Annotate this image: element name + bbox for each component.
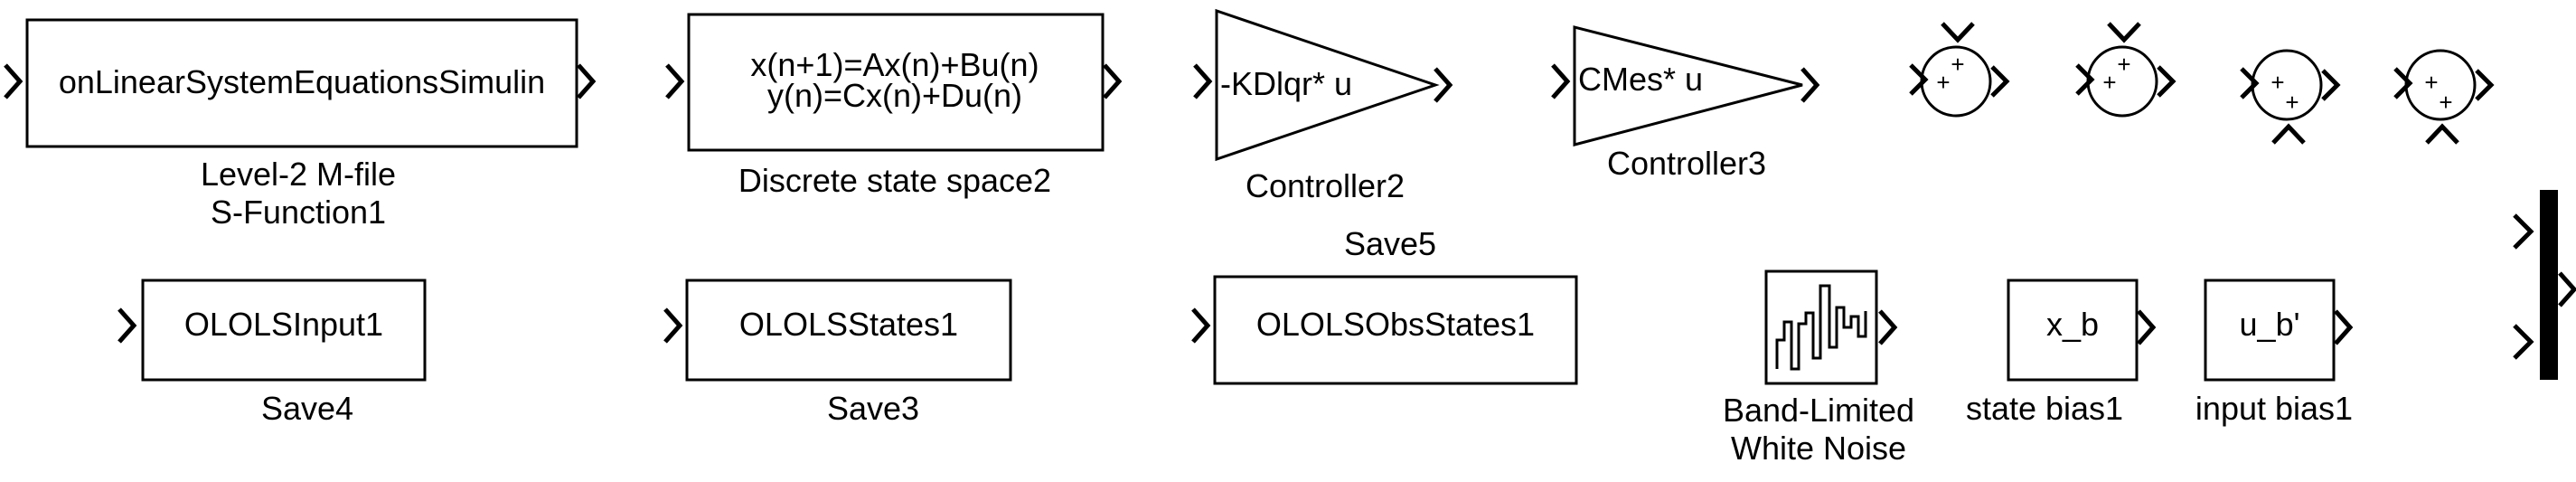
input-bias-block[interactable]: u_b' input bias1 — [2195, 279, 2354, 427]
save3-input-port[interactable] — [663, 307, 683, 344]
state-bias-block[interactable]: x_b state bias1 — [1966, 279, 2157, 427]
controller2-label: Controller2 — [1246, 167, 1405, 204]
input-bias-value: u_b' — [2240, 306, 2300, 343]
sum1-sign-left: + — [1936, 69, 1950, 96]
sfunction-name: onLinearSystemEquationsSimulin — [59, 63, 545, 100]
mux-block[interactable] — [2513, 190, 2576, 380]
input-bias-label: input bias1 — [2195, 390, 2353, 427]
dss-body[interactable] — [687, 13, 1105, 152]
save4-variable: OLOLSInput1 — [184, 306, 383, 343]
save3-label: Save3 — [827, 390, 919, 427]
state-bias-value: x_b — [2046, 306, 2099, 343]
noise-signal-icon — [1775, 284, 1867, 371]
save5-label: Save5 — [1344, 225, 1436, 262]
sum4-sign-left: + — [2424, 69, 2438, 96]
controller3-input-port[interactable] — [1551, 63, 1571, 99]
band-limited-white-noise-block[interactable]: Band-Limited White Noise — [1723, 269, 1914, 467]
save4-body[interactable] — [141, 279, 427, 382]
sum1-input-top[interactable] — [1941, 22, 1975, 43]
input-bias-output-port[interactable] — [2334, 309, 2354, 345]
sum4-input-bottom[interactable] — [2425, 123, 2459, 145]
sum2-sign-top: + — [2117, 51, 2130, 78]
mux-input-2[interactable] — [2513, 324, 2534, 360]
save3-variable: OLOLSStates1 — [739, 306, 958, 343]
state-bias-body[interactable] — [2007, 279, 2139, 382]
sfunction-block[interactable]: onLinearSystemEquationsSimulin Level-2 M… — [4, 18, 597, 231]
save5-body[interactable] — [1213, 275, 1578, 385]
sum3-input-bottom[interactable] — [2271, 123, 2306, 145]
sfunction-output-port[interactable] — [577, 63, 597, 99]
sum-block-1[interactable]: + + — [1909, 22, 2010, 118]
mux-body[interactable] — [2540, 190, 2558, 380]
sum1-output-port[interactable] — [1990, 65, 2010, 98]
save4-input-port[interactable] — [118, 307, 137, 344]
controller2-body[interactable] — [1215, 8, 1440, 162]
sfunction-label-line1: Level-2 M-file — [201, 156, 396, 193]
sum3-input-left[interactable] — [2240, 67, 2260, 99]
dss-output-port[interactable] — [1103, 63, 1123, 99]
sum2-sign-left: + — [2102, 69, 2116, 96]
state-bias-output-port[interactable] — [2137, 309, 2157, 345]
sum4-sign-bottom: + — [2439, 89, 2452, 116]
state-bias-label: state bias1 — [1966, 390, 2123, 427]
sum4-input-left[interactable] — [2393, 67, 2413, 99]
sum3-sign-bottom: + — [2285, 89, 2299, 116]
sfunction-label-line2: S-Function1 — [211, 194, 386, 231]
sum2-input-top[interactable] — [2107, 22, 2141, 43]
sum3-output-port[interactable] — [2321, 69, 2341, 101]
sum4-output-port[interactable] — [2475, 69, 2495, 101]
dss-equation-1: x(n+1)=Ax(n)+Bu(n) — [750, 46, 1039, 83]
mux-input-1[interactable] — [2513, 213, 2534, 250]
save5-input-port[interactable] — [1191, 307, 1211, 344]
dss-label: Discrete state space2 — [738, 162, 1051, 199]
sum2-input-left[interactable] — [2075, 63, 2095, 96]
save3-body[interactable] — [685, 279, 1012, 382]
mux-output-port[interactable] — [2558, 271, 2576, 307]
sfunction-input-port[interactable] — [4, 63, 24, 99]
sum-block-2[interactable]: + + — [2075, 22, 2176, 118]
sum-block-3[interactable]: + + — [2240, 49, 2341, 145]
input-bias-body[interactable] — [2204, 279, 2336, 382]
sum2-output-port[interactable] — [2157, 65, 2176, 98]
controller3-output-port[interactable] — [1800, 67, 1820, 103]
controller3-gain: CMes* u — [1578, 61, 1703, 98]
controller2-input-port[interactable] — [1193, 63, 1213, 99]
noise-output-port[interactable] — [1878, 309, 1898, 345]
dss-input-port[interactable] — [665, 63, 685, 99]
controller3-body[interactable] — [1573, 25, 1803, 146]
controller3-gain-block[interactable]: CMes* u Controller3 — [1551, 25, 1820, 182]
sfunction-body[interactable] — [25, 18, 578, 148]
save4-block[interactable]: OLOLSInput1 Save4 — [118, 279, 427, 427]
controller2-gain: -KDlqr* u — [1220, 65, 1352, 102]
save5-block[interactable]: OLOLSObsStates1 — [1191, 275, 1578, 385]
controller3-label: Controller3 — [1607, 145, 1766, 182]
sum1-sign-top: + — [1951, 51, 1964, 78]
dss-equation-2: y(n)=Cx(n)+Du(n) — [767, 77, 1022, 114]
sum1-input-left[interactable] — [1909, 63, 1929, 96]
sum-block-4[interactable]: + + — [2393, 49, 2495, 145]
controller2-gain-block[interactable]: -KDlqr* u Controller2 — [1193, 8, 1453, 204]
controller2-output-port[interactable] — [1434, 67, 1453, 103]
noise-label-line2: White Noise — [1731, 430, 1906, 467]
discrete-state-space-block[interactable]: x(n+1)=Ax(n)+Bu(n) y(n)=Cx(n)+Du(n) Disc… — [665, 13, 1123, 199]
save5-variable: OLOLSObsStates1 — [1256, 306, 1535, 343]
save4-label: Save4 — [261, 390, 353, 427]
noise-label-line1: Band-Limited — [1723, 392, 1914, 429]
sum3-sign-left: + — [2270, 69, 2284, 96]
save3-block[interactable]: OLOLSStates1 Save3 — [663, 279, 1012, 427]
